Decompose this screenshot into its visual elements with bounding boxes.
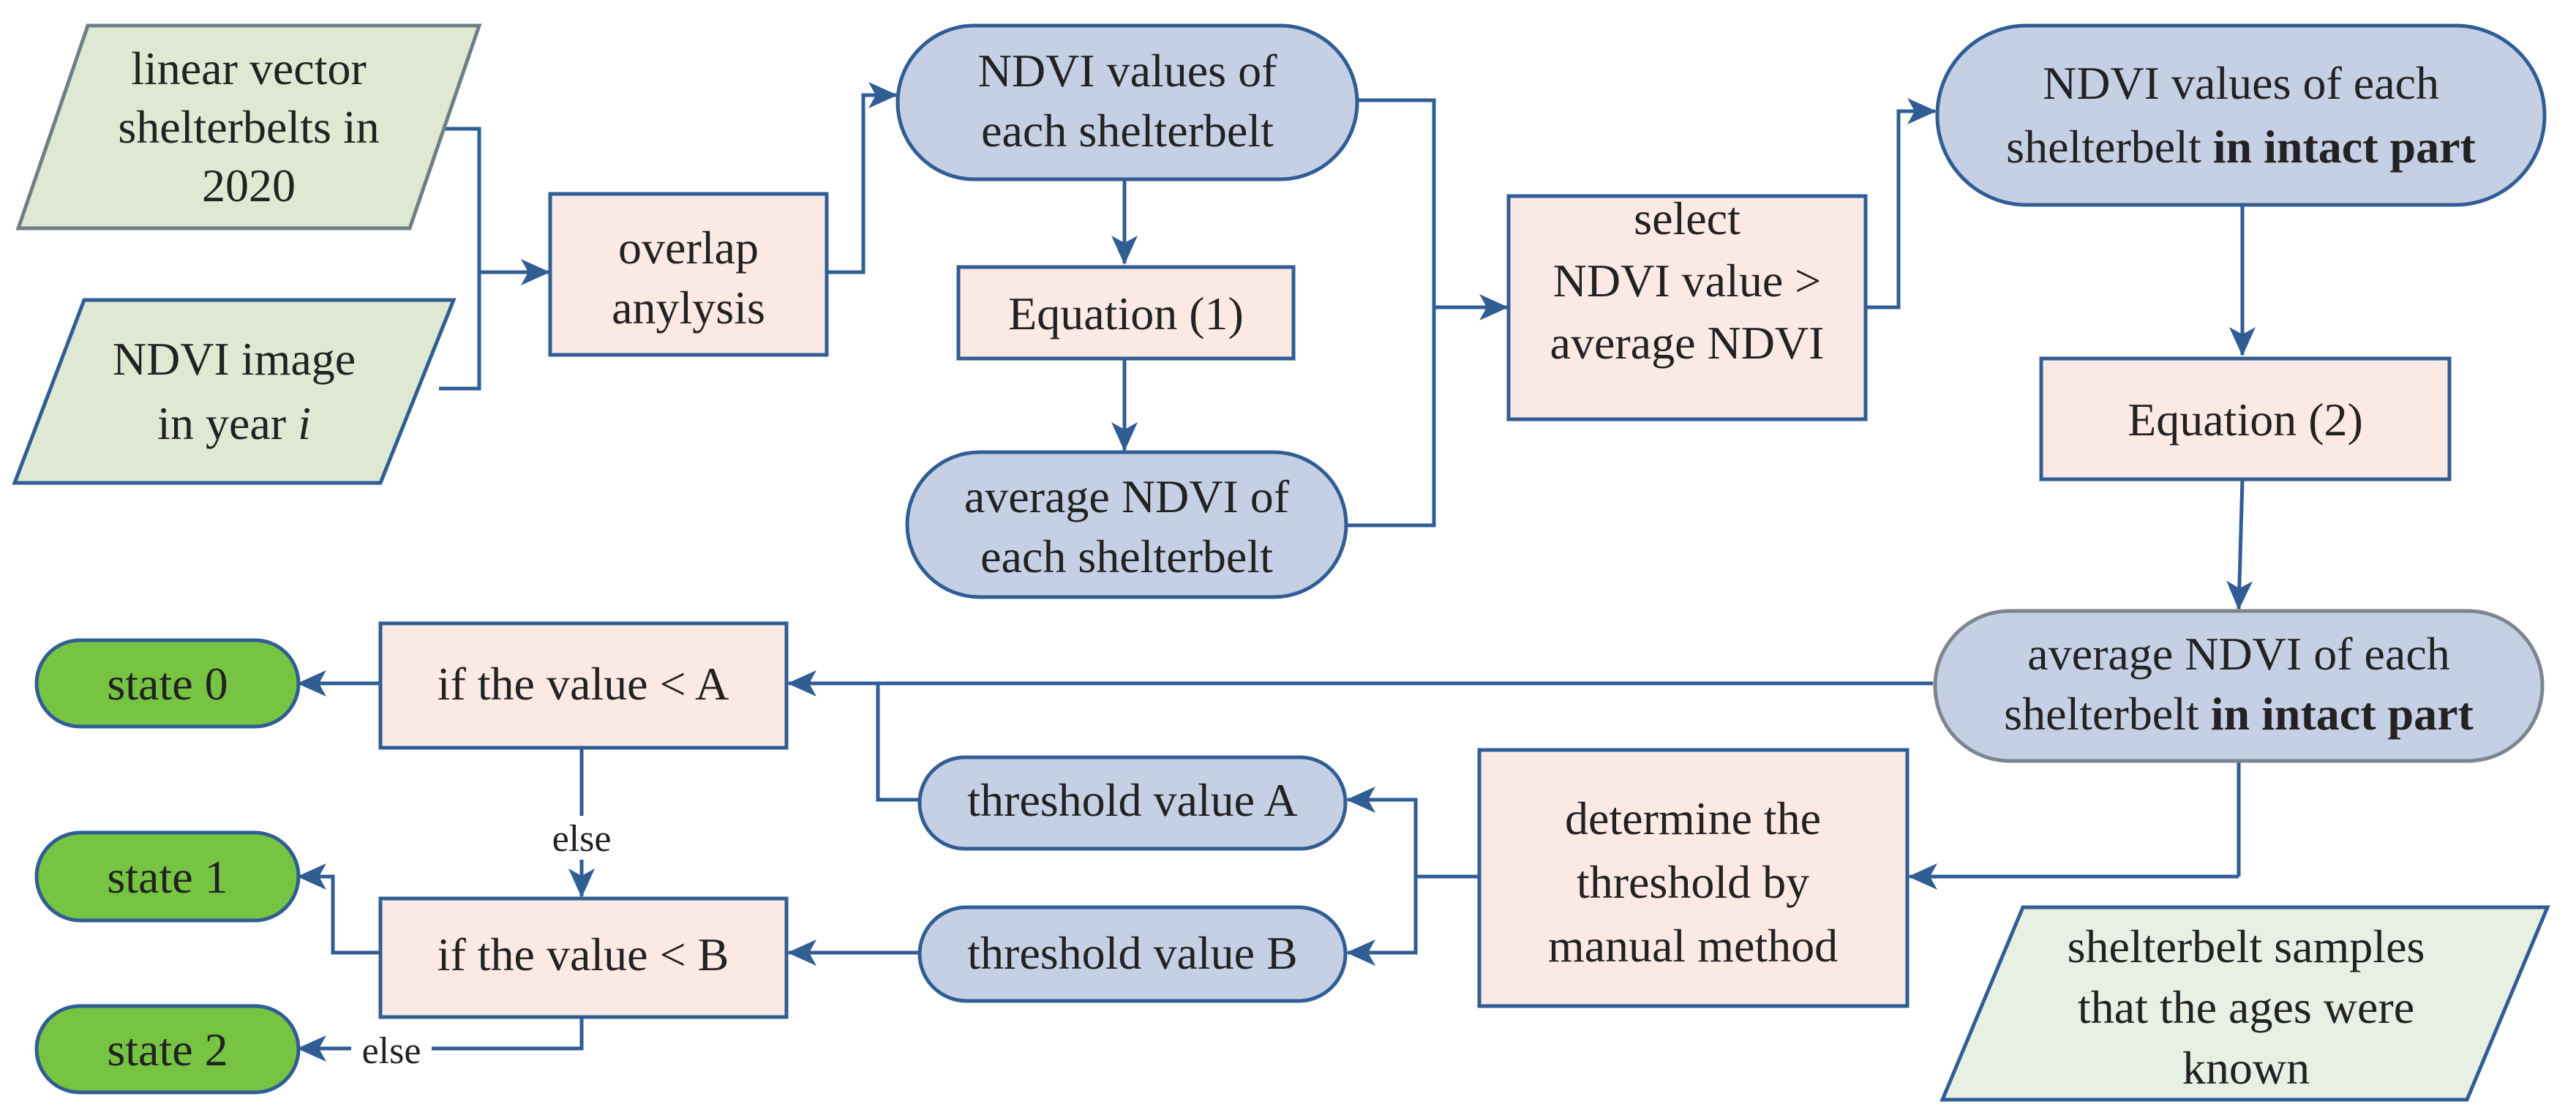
label-bold: in intact part [2211,688,2474,740]
node-if-value-a: if the value < A [378,621,789,750]
edge-if-b-to-state2 [297,1017,584,1062]
edge-overlap-to-ndvi-values [827,82,898,274]
node-threshold-b: threshold value B [917,905,1348,1003]
label-line: NDVI values of each [2043,57,2439,109]
label-line: each shelterbelt [981,105,1274,157]
node-equation-2: Equation (2) [2039,356,2452,481]
label-line: average NDVI [1550,317,1825,369]
label-line: average NDVI of [964,470,1290,522]
label-line: anylysis [612,282,765,334]
label-line: determine the [1565,792,1821,844]
label-line: threshold by [1577,856,1809,908]
label-line: shelterbelt in intact part [2004,688,2474,740]
label: state 1 [107,851,228,903]
label-prefix: shelterbelt [2006,121,2213,173]
node-state-1: state 1 [34,830,301,923]
edge-determine-to-threshold-a [1346,787,1418,877]
label: state 0 [107,658,228,710]
node-ndvi-values: NDVI values of each shelterbelt [895,23,1359,181]
node-determine-threshold: determine the threshold by manual method [1477,748,1910,1008]
label: Equation (2) [2128,394,2363,446]
edge-label-else: else [362,1030,421,1072]
else-label-background [351,1028,432,1070]
edge-if-b-to-state1 [297,863,380,955]
label-bold: in intact part [2213,121,2477,173]
edge-equation2-to-avg-intact [2226,479,2253,610]
label: Equation (1) [1008,288,1244,339]
node-equation-1: Equation (1) [956,265,1296,361]
label-line: overlap [618,222,759,274]
node-state-0: state 0 [34,638,301,729]
label-line: NDVI image [113,333,356,385]
edge-ndvi-image-to-overlap [439,272,481,391]
node-state-2: state 2 [34,1004,301,1095]
label-line: that the ages were [2078,981,2414,1033]
label: if the value < B [438,928,729,980]
label-line: each shelterbelt [980,530,1273,582]
else-label-background [538,816,626,860]
label: threshold value A [967,774,1297,826]
edge-label-else: else [552,818,612,860]
node-shelterbelt-samples: shelterbelt samples that the ages were k… [1939,905,2550,1102]
label-line: 2020 [202,160,296,211]
label-line: known [2182,1042,2310,1094]
node-if-value-b: if the value < B [378,896,789,1019]
node-linear-vector-shelterbelts: linear vector shelterbelts in 2020 [15,23,482,230]
node-select: select NDVI value > average NDVI [1506,192,1868,421]
edge-ndvi-values-to-select [1346,98,1436,528]
edge-select-to-ndvi-intact [1866,98,1937,309]
label-prefix: shelterbelt [2004,688,2211,740]
label-line: linear vector [131,42,367,94]
label: state 2 [107,1024,228,1076]
node-ndvi-intact: NDVI values of each shelterbelt in intac… [1935,23,2547,207]
node-overlap-analysis: overlap anylysis [548,192,829,357]
label-line: manual method [1548,920,1838,972]
label: threshold value B [967,927,1297,979]
label-line: NDVI value > [1553,255,1822,307]
label-italic: i [298,397,311,449]
label-line: in year i [157,397,311,449]
label-line: shelterbelt samples [2068,920,2425,972]
edge-threshold-a-to-if-a [876,683,918,802]
label-line: shelterbelts in [118,101,379,153]
label-line: average NDVI of each [2027,628,2449,680]
label-prefix: in year [157,397,298,449]
node-avg-intact: average NDVI of each shelterbelt in inta… [1933,609,2545,763]
label-line: NDVI values of [978,45,1277,97]
label-line: shelterbelt in intact part [2006,121,2476,173]
edge-determine-to-threshold-b [1346,877,1418,966]
node-threshold-a: threshold value A [917,755,1348,851]
node-average-ndvi: average NDVI of each shelterbelt [905,450,1348,599]
node-ndvi-image: NDVI image in year i [12,298,457,485]
label: if the value < A [438,658,729,710]
label-line: select [1634,192,1741,244]
